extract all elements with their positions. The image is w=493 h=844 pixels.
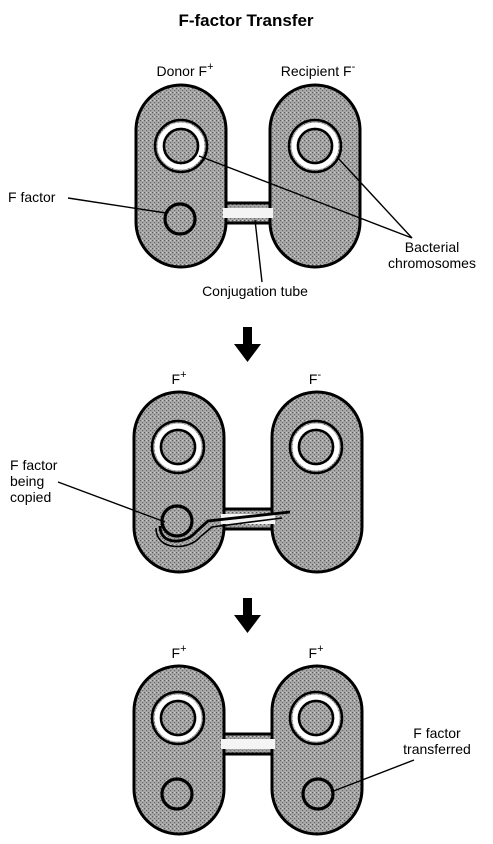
recipient-cell-2: [272, 392, 362, 572]
f-factor-label: F factor: [8, 189, 56, 205]
recipient-cell: [270, 85, 360, 267]
down-arrow-2: [234, 598, 261, 633]
recipient-label: Recipient F-: [281, 61, 356, 79]
tube-leader: [255, 220, 262, 282]
donor-label: Donor F+: [156, 61, 213, 79]
transfer-label-line2: transferred: [403, 741, 471, 757]
stage-1: Donor F+ Recipient F- F factor Bacterial…: [8, 61, 476, 299]
copy-label-line2: being: [10, 473, 44, 489]
chromosomes-label-line2: chromosomes: [388, 255, 476, 271]
donor-cell-2: [134, 392, 224, 572]
conjugation-tube-lumen-3: [221, 739, 275, 749]
copy-label-line1: F factor: [10, 457, 58, 473]
diagram-title: F-factor Transfer: [178, 11, 313, 30]
chromosomes-label-line1: Bacterial: [405, 239, 459, 255]
recipient-label-2: F-: [309, 369, 322, 387]
stage-3: F+ F+ F factor transferred: [134, 643, 471, 834]
transfer-label-line1: F factor: [413, 725, 461, 741]
recipient-label-3: F+: [309, 643, 324, 661]
donor-label-2: F+: [172, 369, 187, 387]
donor-label-3: F+: [172, 643, 187, 661]
stage-2: F+ F- F factor being copied: [10, 369, 362, 572]
conjugation-tube-lumen: [223, 208, 273, 218]
down-arrow-1: [234, 327, 261, 362]
conjugation-tube-label: Conjugation tube: [202, 283, 308, 299]
donor-cell: [136, 85, 226, 267]
copy-label-line3: copied: [10, 489, 51, 505]
